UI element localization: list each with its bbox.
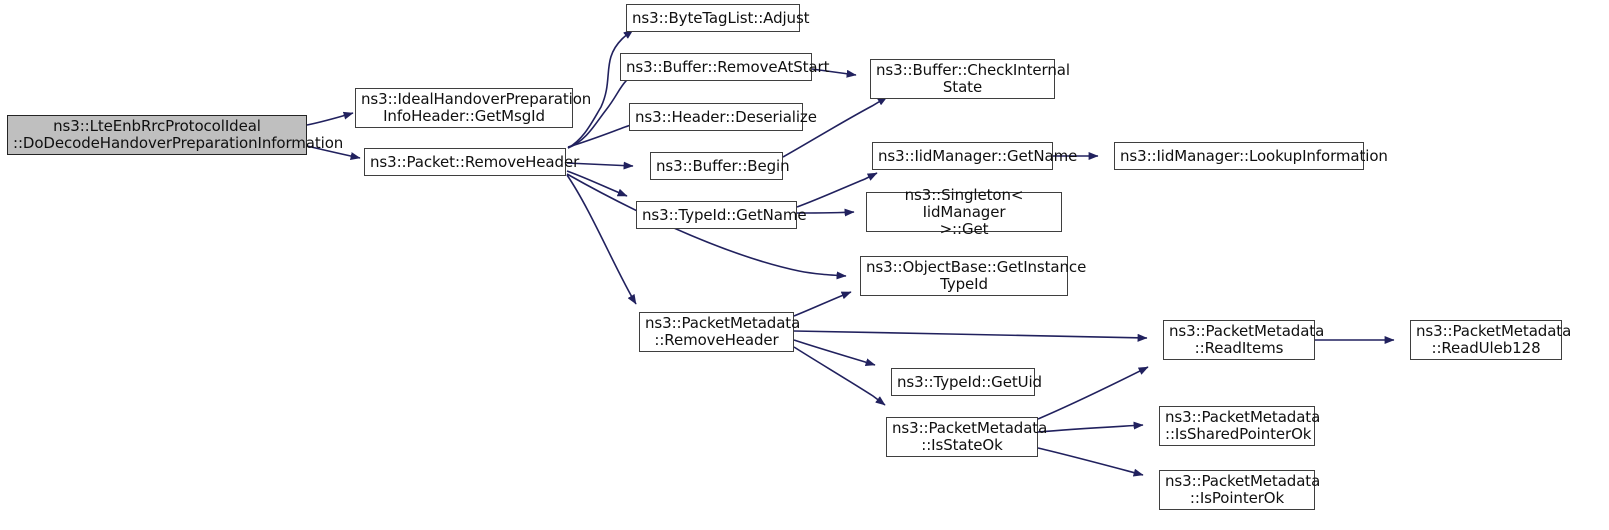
- graph-node-label: ns3::IdealHandoverPreparation InfoHeader…: [361, 90, 592, 125]
- graph-node-pmreaditems[interactable]: ns3::PacketMetadata ::ReadItems: [1163, 320, 1325, 360]
- graph-node-pmisstate[interactable]: ns3::PacketMetadata ::IsStateOk: [886, 417, 1048, 457]
- graph-node-iidgetname[interactable]: ns3::IidManager::GetName: [872, 142, 1078, 170]
- graph-node-pmreaduleb[interactable]: ns3::PacketMetadata ::ReadUleb128: [1410, 320, 1572, 360]
- graph-node-pktremove[interactable]: ns3::Packet::RemoveHeader: [364, 148, 580, 176]
- graph-node-objbase[interactable]: ns3::ObjectBase::GetInstance TypeId: [860, 256, 1087, 296]
- graph-node-btladjust[interactable]: ns3::ByteTagList::Adjust: [626, 4, 810, 32]
- graph-node-label: ns3::PacketMetadata ::IsPointerOk: [1165, 472, 1321, 507]
- graph-node-label: ns3::TypeId::GetName: [642, 205, 807, 224]
- graph-node-pmremove[interactable]: ns3::PacketMetadata ::RemoveHeader: [639, 312, 801, 352]
- graph-node-label: ns3::PacketMetadata ::ReadItems: [1169, 322, 1325, 357]
- graph-node-pmissharedp[interactable]: ns3::PacketMetadata ::IsSharedPointerOk: [1159, 406, 1321, 446]
- graph-node-label: ns3::ObjectBase::GetInstance TypeId: [866, 258, 1087, 293]
- graph-node-label: ns3::PacketMetadata ::RemoveHeader: [645, 314, 801, 349]
- graph-node-label: ns3::Packet::RemoveHeader: [370, 152, 580, 171]
- graph-node-bufcheck[interactable]: ns3::Buffer::CheckInternal State: [870, 59, 1070, 99]
- graph-node-getmsgid[interactable]: ns3::IdealHandoverPreparation InfoHeader…: [355, 88, 592, 128]
- graph-node-iidlookup[interactable]: ns3::IidManager::LookupInformation: [1114, 142, 1388, 170]
- graph-node-tidgetuid[interactable]: ns3::TypeId::GetUid: [891, 368, 1042, 396]
- graph-node-label: ns3::PacketMetadata ::IsStateOk: [892, 419, 1048, 454]
- graph-node-label: ns3::PacketMetadata ::IsSharedPointerOk: [1165, 408, 1321, 443]
- graph-node-label: ns3::TypeId::GetUid: [897, 372, 1042, 391]
- graph-node-pmispointer[interactable]: ns3::PacketMetadata ::IsPointerOk: [1159, 470, 1321, 510]
- graph-node-label: ns3::IidManager::LookupInformation: [1120, 146, 1388, 165]
- graph-node-label: ns3::ByteTagList::Adjust: [632, 8, 810, 27]
- graph-node-label: ns3::PacketMetadata ::ReadUleb128: [1416, 322, 1572, 357]
- graph-node-label: ns3::Buffer::RemoveAtStart: [626, 57, 830, 76]
- graph-node-hdrdeser[interactable]: ns3::Header::Deserialize: [629, 103, 817, 131]
- graph-node-label: ns3::Buffer::CheckInternal State: [876, 61, 1070, 96]
- graph-node-label: ns3::LteEnbRrcProtocolIdeal ::DoDecodeHa…: [13, 117, 344, 152]
- graph-node-bufbegin[interactable]: ns3::Buffer::Begin: [650, 152, 790, 180]
- graph-node-label: ns3::Header::Deserialize: [635, 107, 817, 126]
- graph-node-label: ns3::Singleton< IidManager >::Get: [904, 185, 1024, 238]
- graph-node-label: ns3::Buffer::Begin: [656, 156, 790, 175]
- graph-node-root[interactable]: ns3::LteEnbRrcProtocolIdeal ::DoDecodeHa…: [7, 115, 344, 155]
- graph-node-bufremove[interactable]: ns3::Buffer::RemoveAtStart: [620, 53, 830, 81]
- graph-node-singleton[interactable]: ns3::Singleton< IidManager >::Get: [866, 186, 1062, 237]
- graph-node-label: ns3::IidManager::GetName: [878, 146, 1078, 165]
- graph-node-tidgetname[interactable]: ns3::TypeId::GetName: [636, 201, 807, 229]
